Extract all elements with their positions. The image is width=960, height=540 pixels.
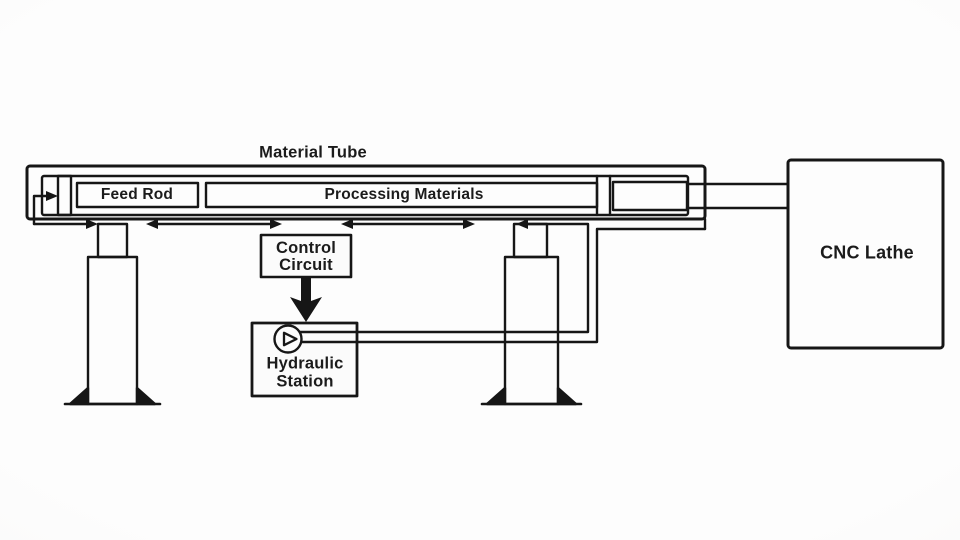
feed-rod-label: Feed Rod: [100, 186, 174, 203]
right-leg-piston: [512, 222, 549, 259]
cnc-lathe-box: [786, 158, 945, 350]
right-support-leg: [480, 222, 583, 406]
hydraulic-pipe-to-leg: [296, 219, 590, 334]
travel-arrows: [32, 191, 475, 229]
hydraulic-station-box: [250, 321, 359, 398]
right-leg-foot: [485, 386, 507, 406]
processing-materials-label: Processing Materials: [324, 186, 484, 203]
hydraulic-station-label: Hydraulic Station: [266, 354, 344, 390]
tube-to-lathe-channel: [685, 182, 790, 210]
left-leg-foot: [68, 386, 90, 406]
left-leg-cylinder: [86, 255, 139, 406]
control-arrow-icon: [290, 277, 322, 322]
material-tube-label: Material Tube: [259, 143, 367, 162]
pump-icon: [273, 324, 303, 354]
tube-right-slug-box: [611, 180, 689, 212]
hydraulic-pipe-to-tube: [296, 227, 707, 344]
feed-rod-box: [75, 181, 200, 209]
left-support-leg: [63, 222, 162, 406]
left-leg-foot: [135, 386, 157, 406]
piston-push-arrow: [32, 191, 58, 226]
feed-piston-bar: [56, 174, 73, 217]
cnc-lathe-label: CNC Lathe: [820, 242, 914, 263]
control-circuit-label: Control Circuit: [275, 239, 337, 274]
pump-play-icon: [282, 331, 298, 347]
right-leg-foot: [556, 386, 578, 406]
right-leg-cylinder: [503, 255, 560, 406]
left-leg-piston: [96, 222, 129, 259]
